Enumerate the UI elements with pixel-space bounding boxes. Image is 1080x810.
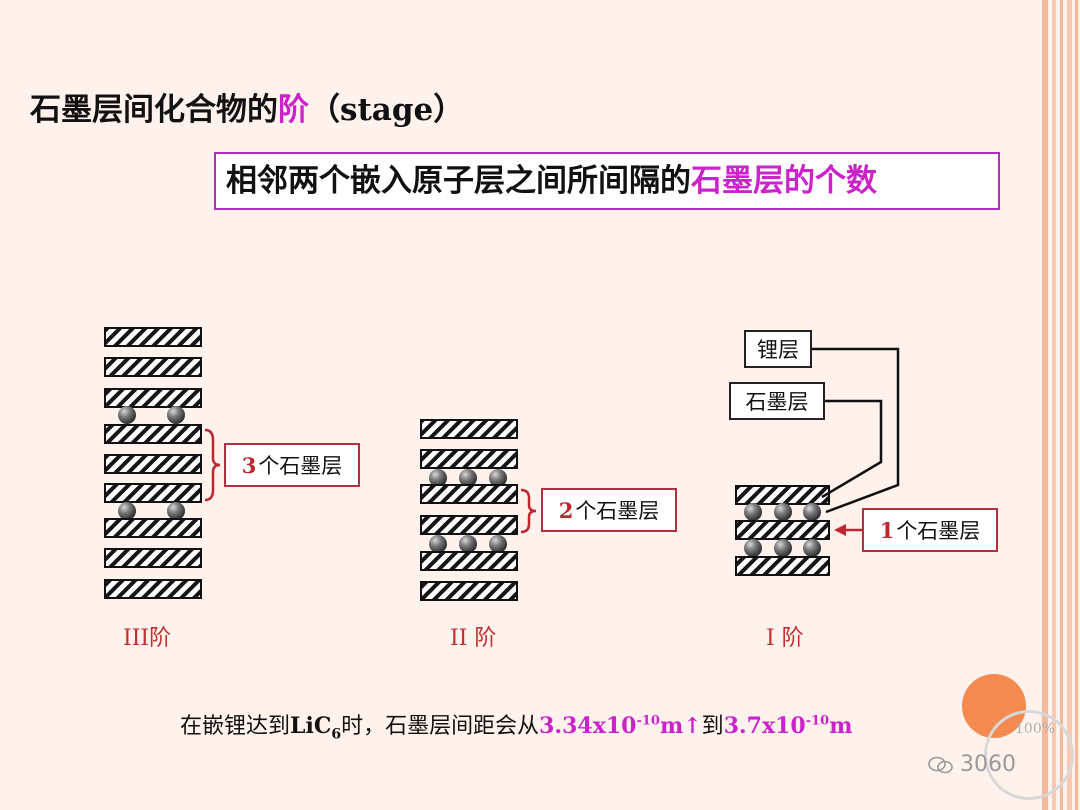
lithium-atom bbox=[489, 469, 507, 487]
lithium-atom bbox=[167, 502, 185, 520]
lithium-leader-line bbox=[810, 347, 900, 514]
definition-box: 相邻两个嵌入原子层之间所间隔的石墨层的个数 bbox=[214, 152, 1000, 210]
graphite-layer bbox=[104, 454, 202, 474]
bottom-text: 在嵌锂达到 bbox=[180, 714, 291, 739]
definition-highlight: 石墨层的个数 bbox=[691, 163, 877, 199]
spacing-unit-2: m bbox=[829, 713, 853, 739]
graphite-layer bbox=[104, 357, 202, 377]
graphite-layer bbox=[104, 518, 202, 538]
graphite-layer bbox=[104, 579, 202, 599]
graphite-leader-line bbox=[821, 399, 883, 499]
graphite-layer bbox=[735, 485, 830, 505]
graphite-layer bbox=[104, 548, 202, 568]
watermark-stamp: 100% bbox=[984, 710, 1074, 800]
spacing-value-1: 3.34x10-10m↑ bbox=[539, 713, 702, 739]
lithium-atom bbox=[744, 539, 762, 557]
formula: LiC bbox=[290, 713, 332, 739]
graphite-layer bbox=[420, 551, 518, 571]
spacing-mantissa-2: 3.7x10 bbox=[723, 713, 806, 739]
lithium-atom bbox=[118, 406, 136, 424]
spacing-exponent-2: -10 bbox=[805, 713, 830, 729]
stage2-count: 2 bbox=[558, 497, 574, 523]
page-title: 石墨层间化合物的阶（stage） bbox=[30, 84, 464, 129]
stage3-label: III阶 bbox=[123, 626, 172, 651]
lithium-atom bbox=[489, 535, 507, 553]
spacing-unit-1: m↑ bbox=[659, 713, 702, 739]
stamp-badge: 100% bbox=[1015, 721, 1056, 737]
spacing-mantissa-1: 3.34x10 bbox=[539, 713, 637, 739]
lithium-atom bbox=[429, 535, 447, 553]
lithium-atom bbox=[744, 503, 762, 521]
spacing-value-2: 3.7x10-10m bbox=[724, 713, 853, 739]
lithium-atom bbox=[803, 503, 821, 521]
edge-stripe bbox=[1075, 0, 1078, 810]
lithium-atom bbox=[774, 539, 792, 557]
edge-stripe bbox=[1060, 0, 1063, 810]
title-prefix: 石墨层间化合物的 bbox=[30, 92, 278, 128]
graphite-layer bbox=[735, 520, 830, 540]
definition-prefix: 相邻两个嵌入原子层之间所间隔的 bbox=[226, 163, 691, 199]
lithium-atom bbox=[459, 535, 477, 553]
wechat-icon bbox=[928, 756, 953, 774]
stage1-count: 1 bbox=[879, 517, 895, 543]
stage3-callout-text: 个石墨层 bbox=[258, 454, 343, 478]
graphite-layer bbox=[104, 388, 202, 408]
graphite-layer bbox=[735, 556, 830, 576]
formula-subscript: 6 bbox=[331, 726, 342, 743]
stage1-label: I 阶 bbox=[766, 626, 804, 651]
graphite-layer bbox=[420, 449, 518, 469]
lithium-layer-label: 锂层 bbox=[744, 330, 812, 368]
spacing-exponent-1: -10 bbox=[636, 713, 660, 729]
watermark-text: 3060 bbox=[960, 752, 1016, 777]
stage1-arrowhead bbox=[834, 524, 846, 536]
bottom-statement: 在嵌锂达到LiC6时，石墨层间距会从3.34x10-10m↑到3.7x10-10… bbox=[180, 708, 852, 742]
graphite-layer bbox=[420, 484, 518, 504]
bottom-text: 到 bbox=[701, 714, 724, 739]
lithium-atom bbox=[774, 503, 792, 521]
lithium-atom bbox=[803, 539, 821, 557]
graphite-layer bbox=[420, 515, 518, 535]
stage3-stack bbox=[104, 327, 221, 599]
stage3-brace bbox=[204, 428, 221, 502]
lithium-atom bbox=[459, 469, 477, 487]
edge-stripe bbox=[1067, 0, 1072, 810]
lithium-atom bbox=[118, 502, 136, 520]
bottom-text: 时，石墨层间距会从 bbox=[341, 714, 540, 739]
edge-stripe bbox=[1052, 0, 1056, 810]
stage1-stack bbox=[735, 347, 900, 576]
stage2-stack bbox=[420, 419, 537, 601]
graphite-layer bbox=[104, 327, 202, 347]
title-suffix: （stage） bbox=[309, 92, 465, 128]
graphite-layer bbox=[420, 419, 518, 439]
stage2-label: II 阶 bbox=[450, 626, 497, 651]
stage2-brace bbox=[520, 488, 537, 534]
title-highlight: 阶 bbox=[278, 92, 309, 128]
watermark-number: 3060 bbox=[960, 752, 1016, 777]
stage1-callout-text: 个石墨层 bbox=[896, 519, 981, 543]
graphite-layer bbox=[420, 581, 518, 601]
lithium-atom bbox=[429, 469, 447, 487]
lithium-atom bbox=[167, 406, 185, 424]
graphite-layer bbox=[104, 483, 202, 503]
stage2-callout-text: 个石墨层 bbox=[575, 499, 660, 523]
edge-stripe bbox=[1042, 0, 1048, 810]
graphite-layer-label: 石墨层 bbox=[729, 382, 825, 420]
stage3-count: 3 bbox=[241, 452, 257, 478]
graphite-layer bbox=[104, 424, 202, 444]
